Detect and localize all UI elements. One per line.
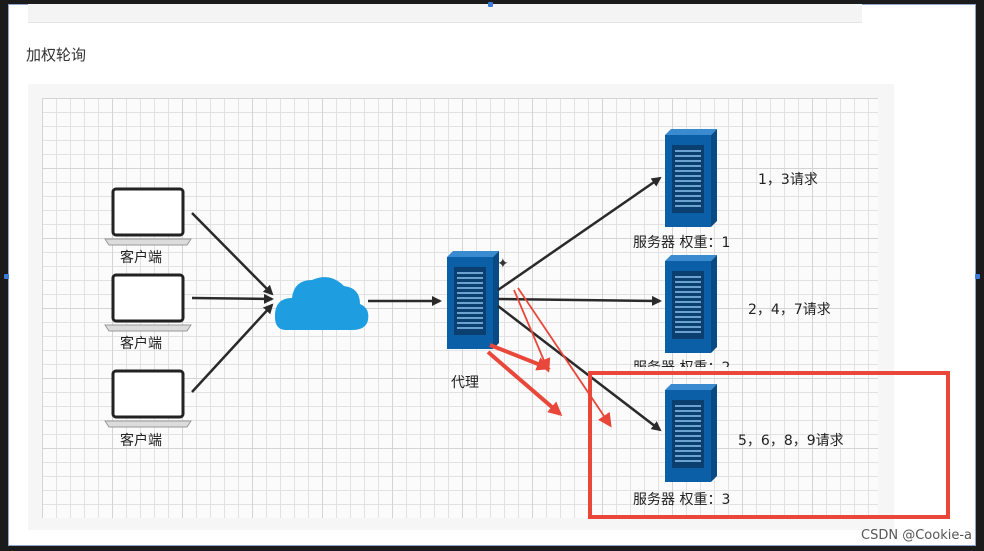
server-3-requests: 5，6，8，9请求 [738, 433, 844, 449]
client-laptop-2-icon [103, 273, 193, 333]
previous-content-bar [28, 4, 862, 23]
arrow-client3-cloud [191, 303, 274, 393]
highlight-box [588, 371, 950, 519]
connection-point-icon: ✦ [497, 256, 509, 272]
client-laptop-3-icon [103, 369, 193, 429]
cloud-icon [274, 277, 369, 330]
server-1-requests: 1，3请求 [758, 172, 818, 188]
client-label-2: 客户端 [120, 336, 162, 352]
proxy-server-icon [446, 250, 500, 350]
watermark-text: CSDN @Cookie-a [861, 528, 972, 543]
client-label-3: 客户端 [120, 433, 162, 449]
red-arrow-2 [486, 350, 563, 416]
server-1-icon [664, 128, 718, 228]
red-arrow-thin-1 [513, 289, 551, 373]
red-arrow-thin-2 [517, 287, 612, 428]
arrow-proxy-server1 [497, 176, 662, 292]
arrow-client1-cloud [191, 212, 274, 296]
server-1-label: 服务器 权重：1 [633, 235, 731, 251]
server-2-icon [664, 254, 718, 354]
page-title: 加权轮询 [26, 46, 87, 64]
resize-handle-left[interactable] [4, 274, 9, 279]
arrow-proxy-server2 [497, 295, 662, 306]
server-2-requests: 2，4，7请求 [748, 302, 831, 318]
arrow-proxy-server3 [497, 305, 662, 432]
client-label-1: 客户端 [120, 250, 162, 266]
arrow-client2-cloud [191, 293, 274, 304]
server-3-icon [664, 383, 718, 483]
resize-handle-top[interactable] [488, 2, 493, 7]
proxy-label: 代理 [451, 375, 479, 391]
server-2-label: 服务器 权重：2 [633, 357, 730, 367]
server-3-label: 服务器 权重：3 [633, 492, 731, 508]
resize-handle-right[interactable] [975, 274, 980, 279]
client-laptop-1-icon [103, 187, 193, 247]
